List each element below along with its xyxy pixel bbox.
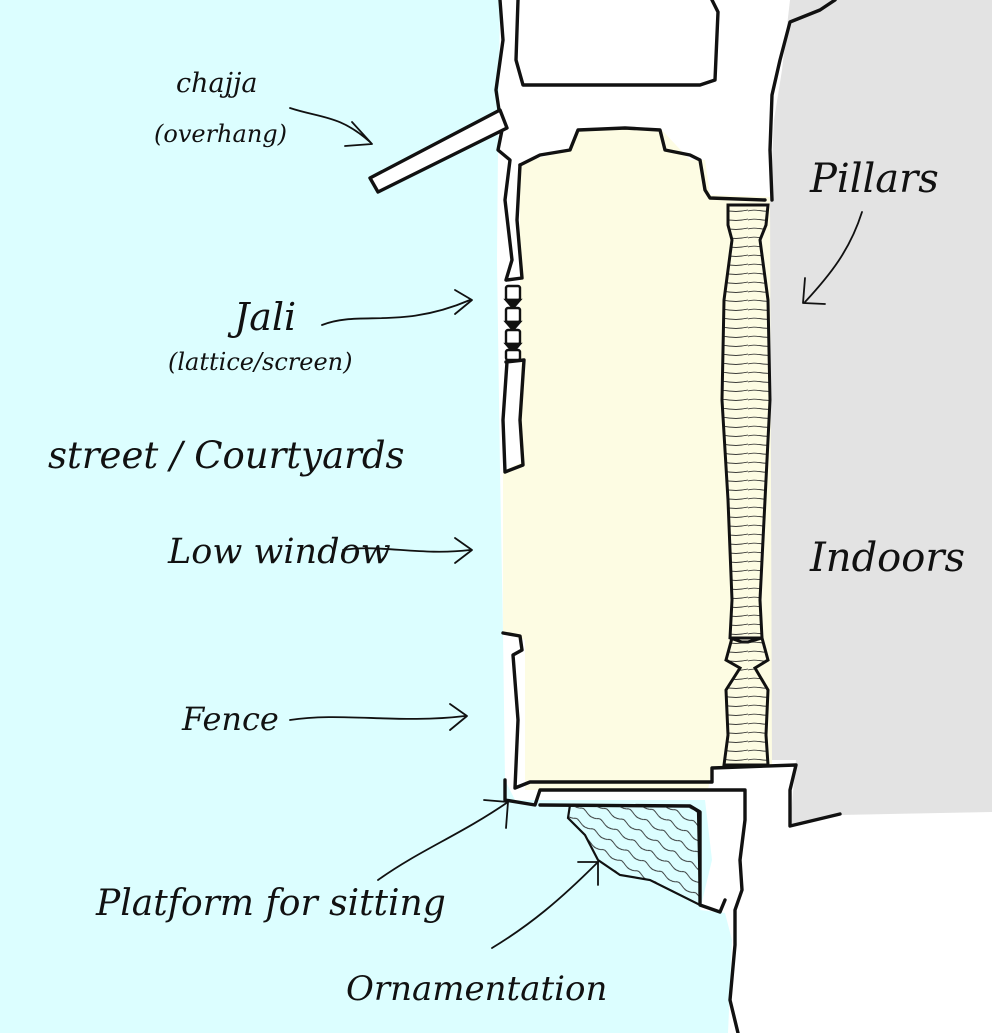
label-ornamentation: Ornamentation xyxy=(346,969,607,1009)
label-overhang: (overhang) xyxy=(154,120,287,148)
window-arrow-head xyxy=(454,537,473,564)
label-jali: Jali xyxy=(227,295,296,339)
chajja-arrow-head xyxy=(344,121,373,147)
window-top-edge xyxy=(518,126,767,202)
platform-outline xyxy=(503,778,747,1033)
label-chajja: chajja xyxy=(176,68,257,99)
platform-arrow-head xyxy=(483,799,509,829)
jali-arrow-head xyxy=(454,289,473,315)
fence-arrow-head xyxy=(449,703,468,731)
indoor-region xyxy=(770,0,992,825)
ornamentation-arrow-head xyxy=(577,861,599,886)
window-arrow xyxy=(342,547,471,553)
low-window-space xyxy=(503,128,772,790)
arrows xyxy=(289,107,863,949)
label-pillars: Pillars xyxy=(809,156,939,202)
fence-outline xyxy=(501,631,842,828)
window-opening xyxy=(503,470,524,636)
jali-upper-wall xyxy=(505,163,524,282)
pillars-arrow-head xyxy=(802,277,826,305)
pillar-base xyxy=(722,636,770,767)
street-region xyxy=(0,0,732,1033)
label-fence: Fence xyxy=(181,700,279,738)
ornamentation-bracket xyxy=(566,803,702,907)
label-low-window: Low window xyxy=(167,532,391,572)
fence-arrow xyxy=(289,715,466,721)
jali-lower-wall xyxy=(501,358,526,474)
chajja-slab xyxy=(368,108,509,194)
label-lattice-screen: (lattice/screen) xyxy=(168,348,353,376)
label-indoors: Indoors xyxy=(809,535,965,581)
right-wall-top xyxy=(768,0,837,202)
jali-lattice xyxy=(503,284,523,362)
jali-arrow xyxy=(321,299,471,326)
label-platform: Platform for sitting xyxy=(95,883,446,924)
platform-arrow xyxy=(377,801,509,881)
label-street-courtyards: street / Courtyards xyxy=(48,434,405,477)
pillars-arrow xyxy=(804,211,863,303)
pillar xyxy=(720,203,772,767)
upper-block-outline xyxy=(514,0,720,87)
chajja-arrow xyxy=(289,107,371,143)
upper-wall-outline xyxy=(494,0,514,282)
ornamentation-arrow xyxy=(491,861,599,949)
